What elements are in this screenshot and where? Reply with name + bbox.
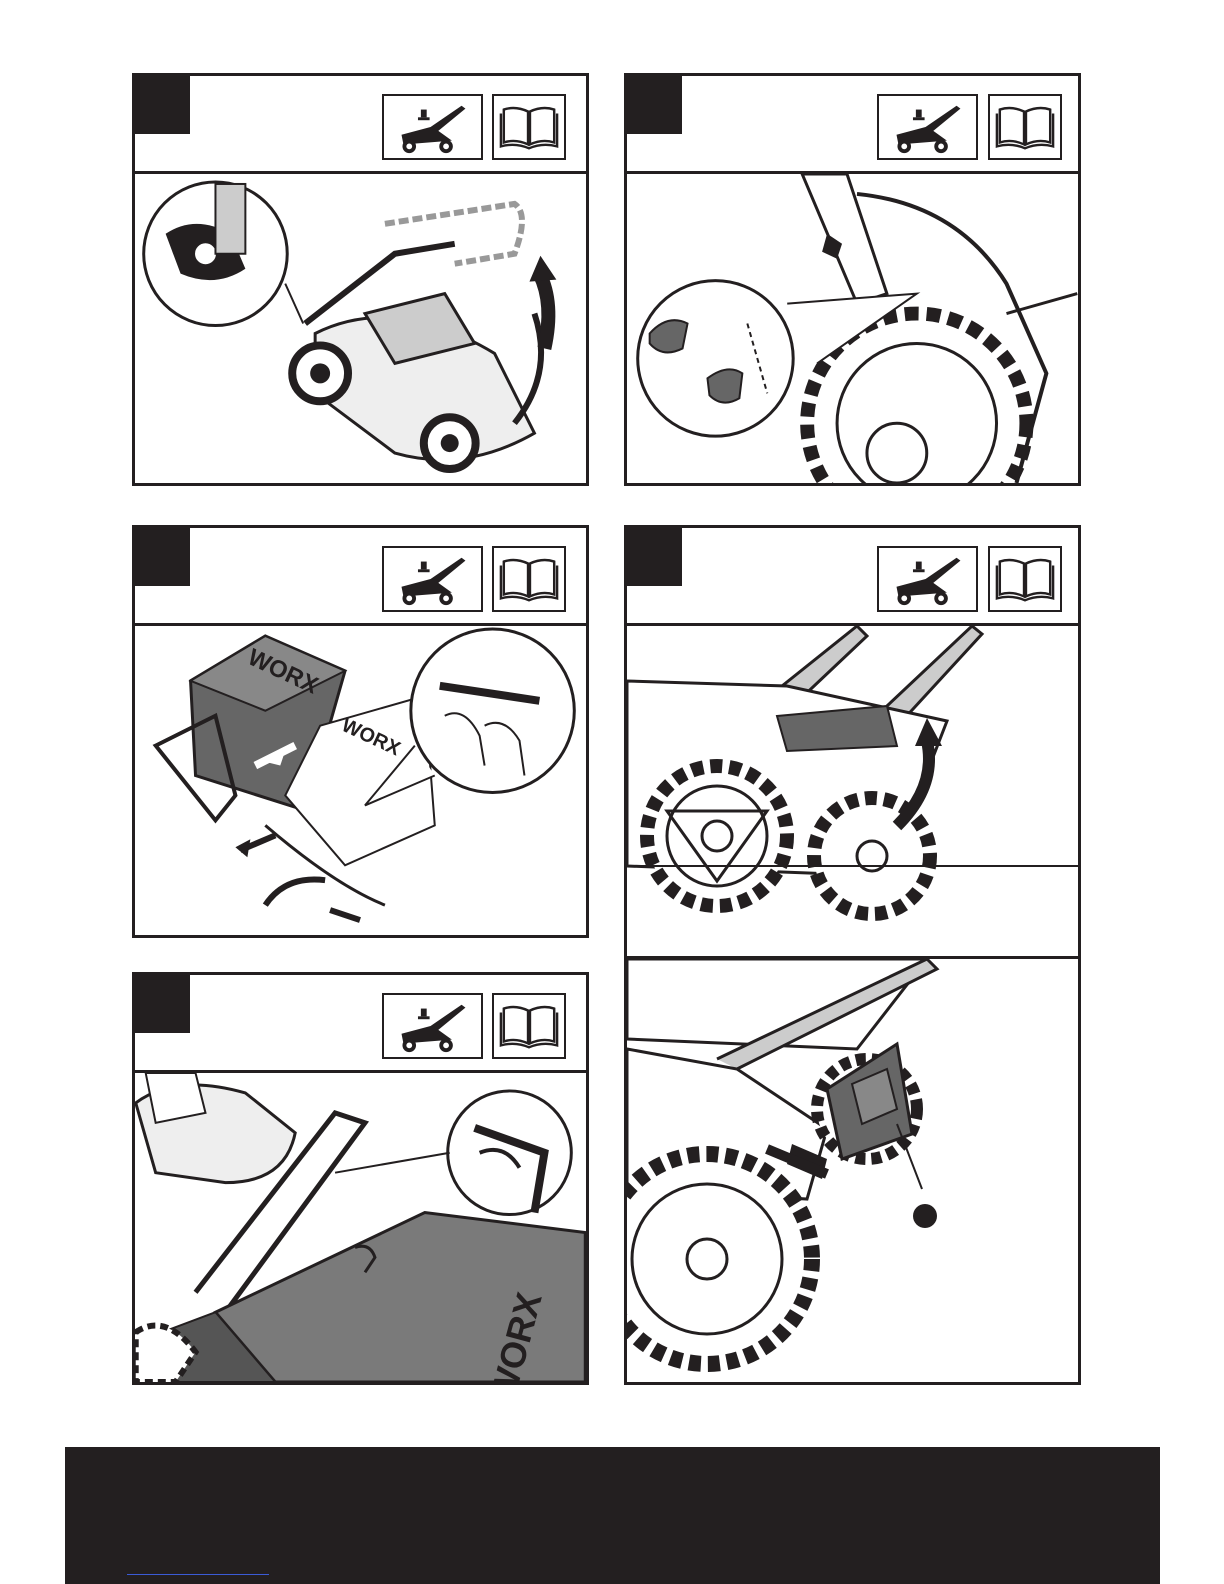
- lawnmower-icon: [382, 94, 483, 160]
- lawnmower-icon: [877, 94, 978, 160]
- step-number-box: [135, 76, 190, 134]
- panel-header: [627, 528, 1078, 626]
- manual-book-icon: [988, 546, 1062, 612]
- step-panel-grass-bag-assembly: WORX WORX: [132, 525, 589, 938]
- illustration-rear-flap-open: [627, 626, 1078, 956]
- manual-book-icon: [492, 546, 566, 612]
- lawnmower-icon: [382, 546, 483, 612]
- step-number-box: [135, 975, 190, 1033]
- step-number-box: [627, 528, 682, 586]
- lawnmower-icon: [382, 993, 483, 1059]
- illustration-mulch-plug: [627, 959, 1078, 1382]
- illustration-handle-knob: [627, 174, 1078, 483]
- step-panel-handle-knob: [624, 73, 1081, 486]
- manual-book-icon: [492, 993, 566, 1059]
- step-panel-bag-attach: WORX: [132, 972, 589, 1385]
- panel-header: [135, 528, 586, 626]
- step-number-box: [135, 528, 190, 586]
- panel-header: [135, 76, 586, 174]
- illustration-handle-unfold: [135, 174, 586, 483]
- step-panel-rear-flap: [624, 525, 1081, 1385]
- manual-book-icon: [492, 94, 566, 160]
- panel-header: [135, 975, 586, 1073]
- manual-book-icon: [988, 94, 1062, 160]
- step-number-box: [627, 76, 682, 134]
- step-panel-handle-unfold: [132, 73, 589, 486]
- callout-marker: [913, 1204, 937, 1228]
- footer-link-underline: [127, 1574, 269, 1575]
- panel-header: [627, 76, 1078, 174]
- page-footer-band: [65, 1447, 1160, 1584]
- lawnmower-icon: [877, 546, 978, 612]
- illustration-bag-attach: WORX: [135, 1073, 586, 1382]
- illustration-grass-bag: WORX WORX: [135, 626, 586, 935]
